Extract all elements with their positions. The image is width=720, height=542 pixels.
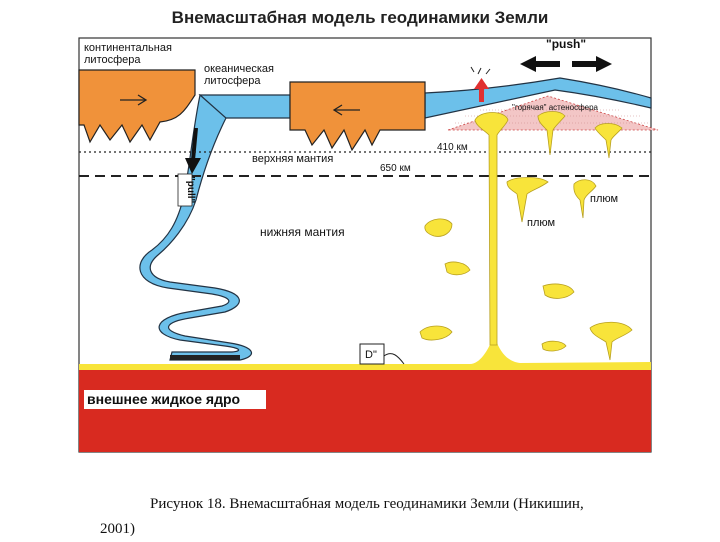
caption-line-1: Рисунок 18. Внемасштабная модель геодина… [100, 492, 620, 517]
figure-caption: Рисунок 18. Внемасштабная модель геодина… [100, 492, 620, 542]
label-d-layer: D" [365, 349, 377, 361]
label-pull: "pull" [185, 176, 196, 204]
label-continental-lithosphere-2: литосфера [84, 54, 141, 66]
caption-line-2: 2001) [100, 517, 620, 542]
label-oceanic-lithosphere-1: океаническая [204, 63, 274, 75]
label-outer-core: внешнее жидкое ядро [87, 391, 240, 407]
label-hot-asthenosphere: "горячая" астеносфера [512, 103, 599, 112]
label-plume-1: плюм [527, 217, 555, 229]
label-upper-mantle: верхняя мантия [252, 153, 333, 165]
outer-core [79, 370, 651, 452]
label-plume-2: плюм [590, 193, 618, 205]
label-continental-lithosphere-1: континентальная [84, 42, 172, 54]
slab-graveyard [170, 355, 240, 360]
label-push: "push" [546, 37, 586, 51]
label-410: 410 км [437, 142, 468, 153]
label-650: 650 км [380, 163, 411, 174]
label-lower-mantle: нижняя мантия [260, 225, 345, 239]
label-oceanic-lithosphere-2: литосфера [204, 75, 261, 87]
